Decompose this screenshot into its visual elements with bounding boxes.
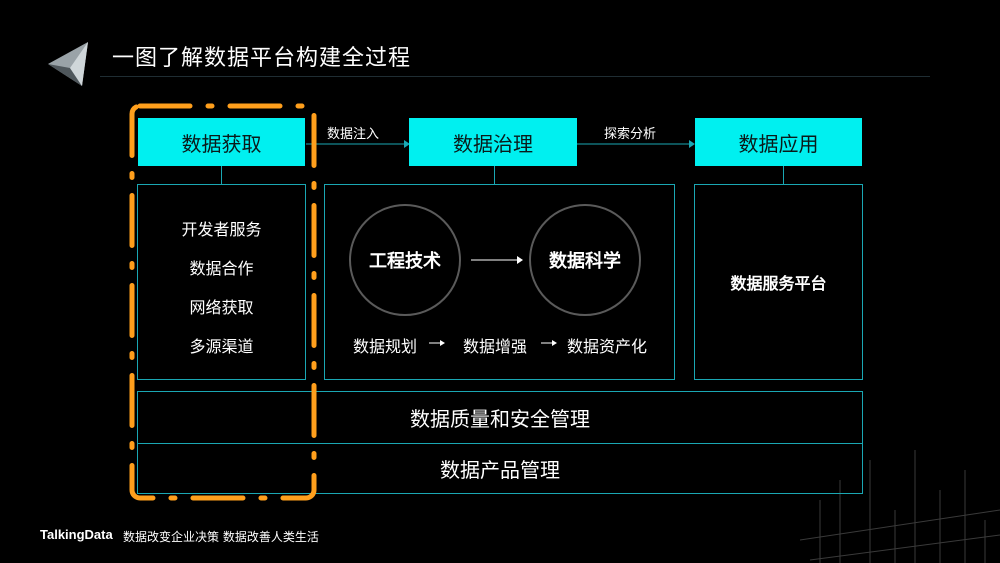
title-divider (100, 76, 930, 77)
stage-apply-connector (783, 166, 784, 184)
stage-acquire-panel: 开发者服务 数据合作 网络获取 多源渠道 (137, 184, 306, 380)
stage-govern-panel: 工程技术 数据科学 数据规划 数据增强 数据资产化 (324, 184, 675, 380)
stage-govern-connector (494, 166, 495, 184)
list-item: 多源渠道 (189, 337, 254, 356)
arrow-right-icon (429, 340, 445, 346)
list-item: 开发者服务 (181, 220, 262, 239)
step-assetize: 数据资产化 (567, 337, 648, 356)
stage-apply-header: 数据应用 (695, 118, 862, 166)
stage-govern-header: 数据治理 (409, 118, 577, 166)
arrow-right-icon (306, 140, 410, 148)
stage-acquire-header: 数据获取 (138, 118, 305, 166)
stage-acquire-connector (221, 166, 222, 184)
platform-label: 数据服务平台 (730, 274, 827, 293)
stage-apply-panel: 数据服务平台 (694, 184, 863, 380)
decorative-lines (800, 450, 1000, 563)
list-item: 数据合作 (189, 259, 254, 278)
page-title: 一图了解数据平台构建全过程 (112, 46, 412, 71)
step-plan: 数据规划 (353, 337, 418, 356)
circle-engineering: 工程技术 (349, 204, 461, 316)
arrow-right-icon (471, 256, 523, 264)
flow-label-inject: 数据注入 (327, 127, 380, 142)
brand-logo: TalkingData (40, 527, 113, 542)
arrow-right-icon (541, 340, 557, 346)
list-item: 网络获取 (189, 298, 254, 317)
circle-data-science: 数据科学 (529, 204, 641, 316)
logo-icon (48, 42, 88, 86)
product-management-bar: 数据产品管理 (137, 443, 863, 494)
highlight-frame (129, 103, 317, 501)
flow-label-explore: 探索分析 (604, 127, 657, 142)
footer-slogan: 数据改变企业决策 数据改善人类生活 (123, 530, 319, 544)
arrow-right-icon (577, 140, 695, 148)
step-enhance: 数据增强 (463, 337, 528, 356)
